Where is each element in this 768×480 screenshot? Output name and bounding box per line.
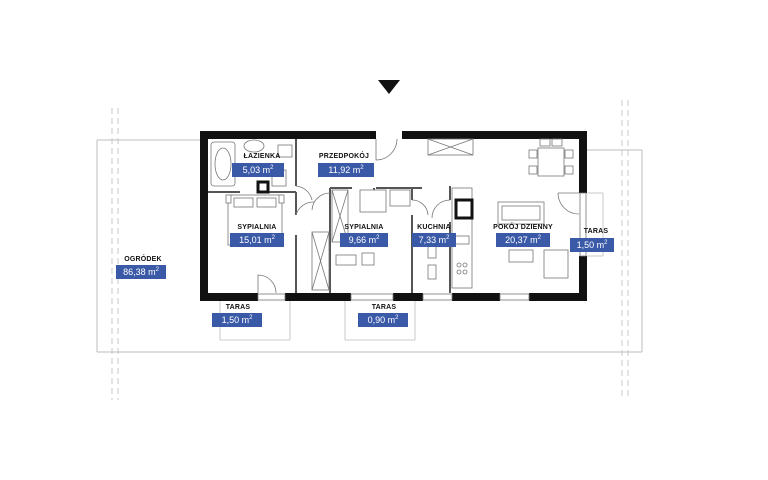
room-name-pokoj-dzienny: POKÓJ DZIENNY — [493, 224, 553, 231]
room-name-ogrodek: OGRÓDEK — [124, 256, 162, 263]
room-area-sypialnia-2: 9,66 m2 — [340, 233, 388, 247]
room-name-przedpokoj: PRZEDPOKÓJ — [318, 153, 370, 160]
desk — [335, 189, 411, 266]
window-openings — [257, 192, 587, 301]
terrace-outlines — [219, 192, 604, 341]
room-area-sypialnia-1: 15,01 m2 — [230, 233, 284, 247]
room-area-taras-left: 1,50 m2 — [212, 313, 262, 327]
room-area-taras-right: 1,50 m2 — [570, 238, 614, 252]
interior-walls — [208, 139, 451, 293]
room-name-lazienka: ŁAZIENKA — [243, 153, 281, 160]
room-name-kuchnia: KUCHNIA — [417, 224, 451, 231]
room-area-kuchnia: 7,33 m2 — [412, 233, 456, 247]
room-name-taras-left: TARAS — [225, 304, 251, 311]
wardrobes — [311, 138, 474, 291]
door-swings — [257, 138, 580, 294]
garden-outline — [96, 139, 643, 353]
dining-table — [528, 138, 574, 177]
room-name-taras-right: TARAS — [583, 228, 609, 235]
outer-walls — [200, 131, 587, 301]
room-name-taras-mid: TARAS — [371, 304, 397, 311]
room-area-taras-mid: 0,90 m2 — [358, 313, 408, 327]
chimney — [256, 180, 270, 194]
sofa — [497, 201, 569, 279]
chimney — [454, 198, 474, 220]
plot-dashed-lines — [111, 100, 629, 400]
room-name-sypialnia-2: SYPIALNIA — [344, 224, 384, 231]
room-area-pokoj-dzienny: 20,37 m2 — [496, 233, 550, 247]
entrance-arrow-icon — [378, 80, 400, 94]
room-name-sypialnia-1: SYPIALNIA — [237, 224, 277, 231]
room-area-lazienka: 5,03 m2 — [232, 163, 284, 177]
room-area-przedpokoj: 11,92 m2 — [318, 163, 374, 177]
room-area-ogrodek: 86,38 m2 — [116, 265, 166, 279]
